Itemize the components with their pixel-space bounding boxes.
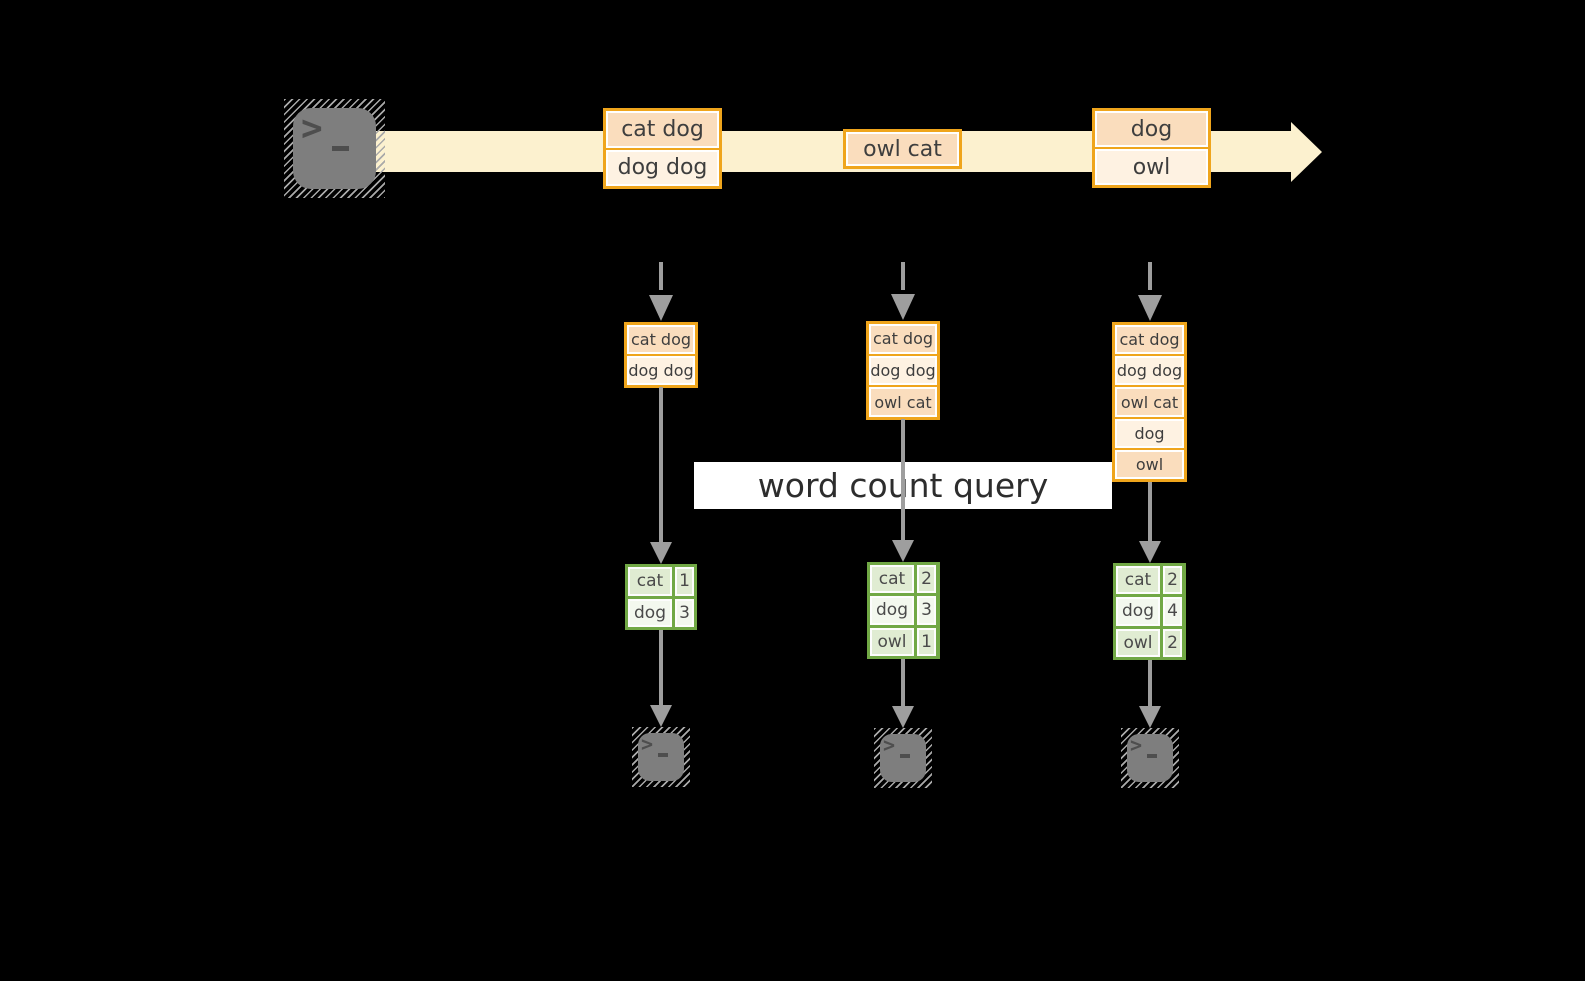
count-word: dog bbox=[870, 596, 914, 625]
terminal-body bbox=[1127, 734, 1173, 782]
input-buffer-2: cat dog dog dog owl cat bbox=[866, 321, 940, 420]
buffer-row: owl bbox=[1115, 449, 1184, 480]
buffer-row: owl cat bbox=[1115, 387, 1184, 417]
count-value: 1 bbox=[917, 627, 936, 656]
stream-message: dog dog bbox=[606, 149, 719, 186]
stream-arrowhead-icon bbox=[1291, 122, 1322, 182]
prompt-chevron-icon: > bbox=[883, 733, 896, 757]
flow-arrow-line bbox=[659, 387, 663, 545]
count-value: 2 bbox=[1163, 566, 1182, 595]
arrowhead-icon bbox=[1138, 295, 1162, 321]
buffer-row: dog dog bbox=[627, 356, 695, 385]
count-value: 1 bbox=[675, 567, 694, 596]
count-value: 3 bbox=[917, 596, 936, 625]
count-word: cat bbox=[628, 567, 672, 596]
arrowhead-icon bbox=[650, 705, 672, 727]
buffer-row: cat dog bbox=[627, 325, 695, 354]
count-value: 4 bbox=[1163, 597, 1182, 626]
flow-arrow-line bbox=[659, 630, 663, 708]
stream-batch-1: cat dog dog dog bbox=[603, 108, 722, 189]
count-word: cat bbox=[870, 565, 914, 594]
input-buffer-1: cat dog dog dog bbox=[624, 322, 698, 388]
arrowhead-icon bbox=[1139, 706, 1161, 728]
arrowhead-icon bbox=[892, 540, 914, 562]
prompt-underscore-icon bbox=[658, 753, 668, 757]
count-word: owl bbox=[870, 627, 914, 656]
buffer-row: dog bbox=[1115, 418, 1184, 448]
count-word: owl bbox=[1116, 628, 1160, 657]
stream-message: dog bbox=[1095, 111, 1208, 147]
prompt-underscore-icon bbox=[1147, 754, 1157, 758]
stream-message: owl bbox=[1095, 149, 1208, 185]
buffer-row: owl cat bbox=[869, 387, 937, 418]
arrowhead-icon bbox=[891, 294, 915, 320]
prompt-chevron-icon: > bbox=[1130, 733, 1143, 757]
terminal-icon: > bbox=[1121, 728, 1179, 788]
dashed-arrow-line bbox=[901, 262, 905, 290]
buffer-row: dog dog bbox=[869, 355, 937, 386]
dashed-arrow-line bbox=[659, 262, 663, 290]
stream-batch-3: dog owl bbox=[1092, 108, 1211, 188]
arrowhead-icon bbox=[649, 295, 673, 321]
arrowhead-icon bbox=[892, 706, 914, 728]
dashed-arrow-line bbox=[1148, 262, 1152, 290]
count-value: 2 bbox=[1163, 628, 1182, 657]
count-word: dog bbox=[1116, 597, 1160, 626]
prompt-underscore-icon bbox=[900, 754, 910, 758]
terminal-icon: > bbox=[284, 99, 385, 198]
input-buffer-3: cat dog dog dog owl cat dog owl bbox=[1112, 322, 1187, 482]
terminal-icon: > bbox=[874, 728, 932, 788]
count-table-3: cat 2 dog 4 owl 2 bbox=[1113, 563, 1186, 660]
buffer-row: dog dog bbox=[1115, 356, 1184, 386]
count-table-1: cat 1 dog 3 bbox=[625, 564, 697, 630]
prompt-chevron-icon: > bbox=[641, 732, 654, 756]
flow-arrow-line bbox=[1148, 660, 1152, 709]
count-word: dog bbox=[628, 598, 672, 627]
arrowhead-icon bbox=[650, 542, 672, 564]
terminal-icon: > bbox=[632, 727, 690, 787]
count-word: cat bbox=[1116, 566, 1160, 595]
prompt-chevron-icon: > bbox=[301, 108, 323, 149]
count-value: 3 bbox=[675, 598, 694, 627]
stream-message: owl cat bbox=[846, 132, 959, 166]
buffer-row: cat dog bbox=[1115, 325, 1184, 355]
terminal-body bbox=[638, 733, 684, 781]
stream-batch-2: owl cat bbox=[843, 129, 962, 169]
flow-arrow-line bbox=[901, 419, 905, 543]
buffer-row: cat dog bbox=[869, 324, 937, 354]
arrowhead-icon bbox=[1139, 541, 1161, 563]
count-value: 2 bbox=[917, 565, 936, 594]
flow-arrow-line bbox=[901, 659, 905, 709]
stream-message: cat dog bbox=[606, 111, 719, 148]
count-table-2: cat 2 dog 3 owl 1 bbox=[867, 562, 940, 659]
flow-arrow-line bbox=[1148, 482, 1152, 544]
prompt-underscore-icon bbox=[332, 146, 349, 151]
terminal-body bbox=[880, 734, 926, 782]
